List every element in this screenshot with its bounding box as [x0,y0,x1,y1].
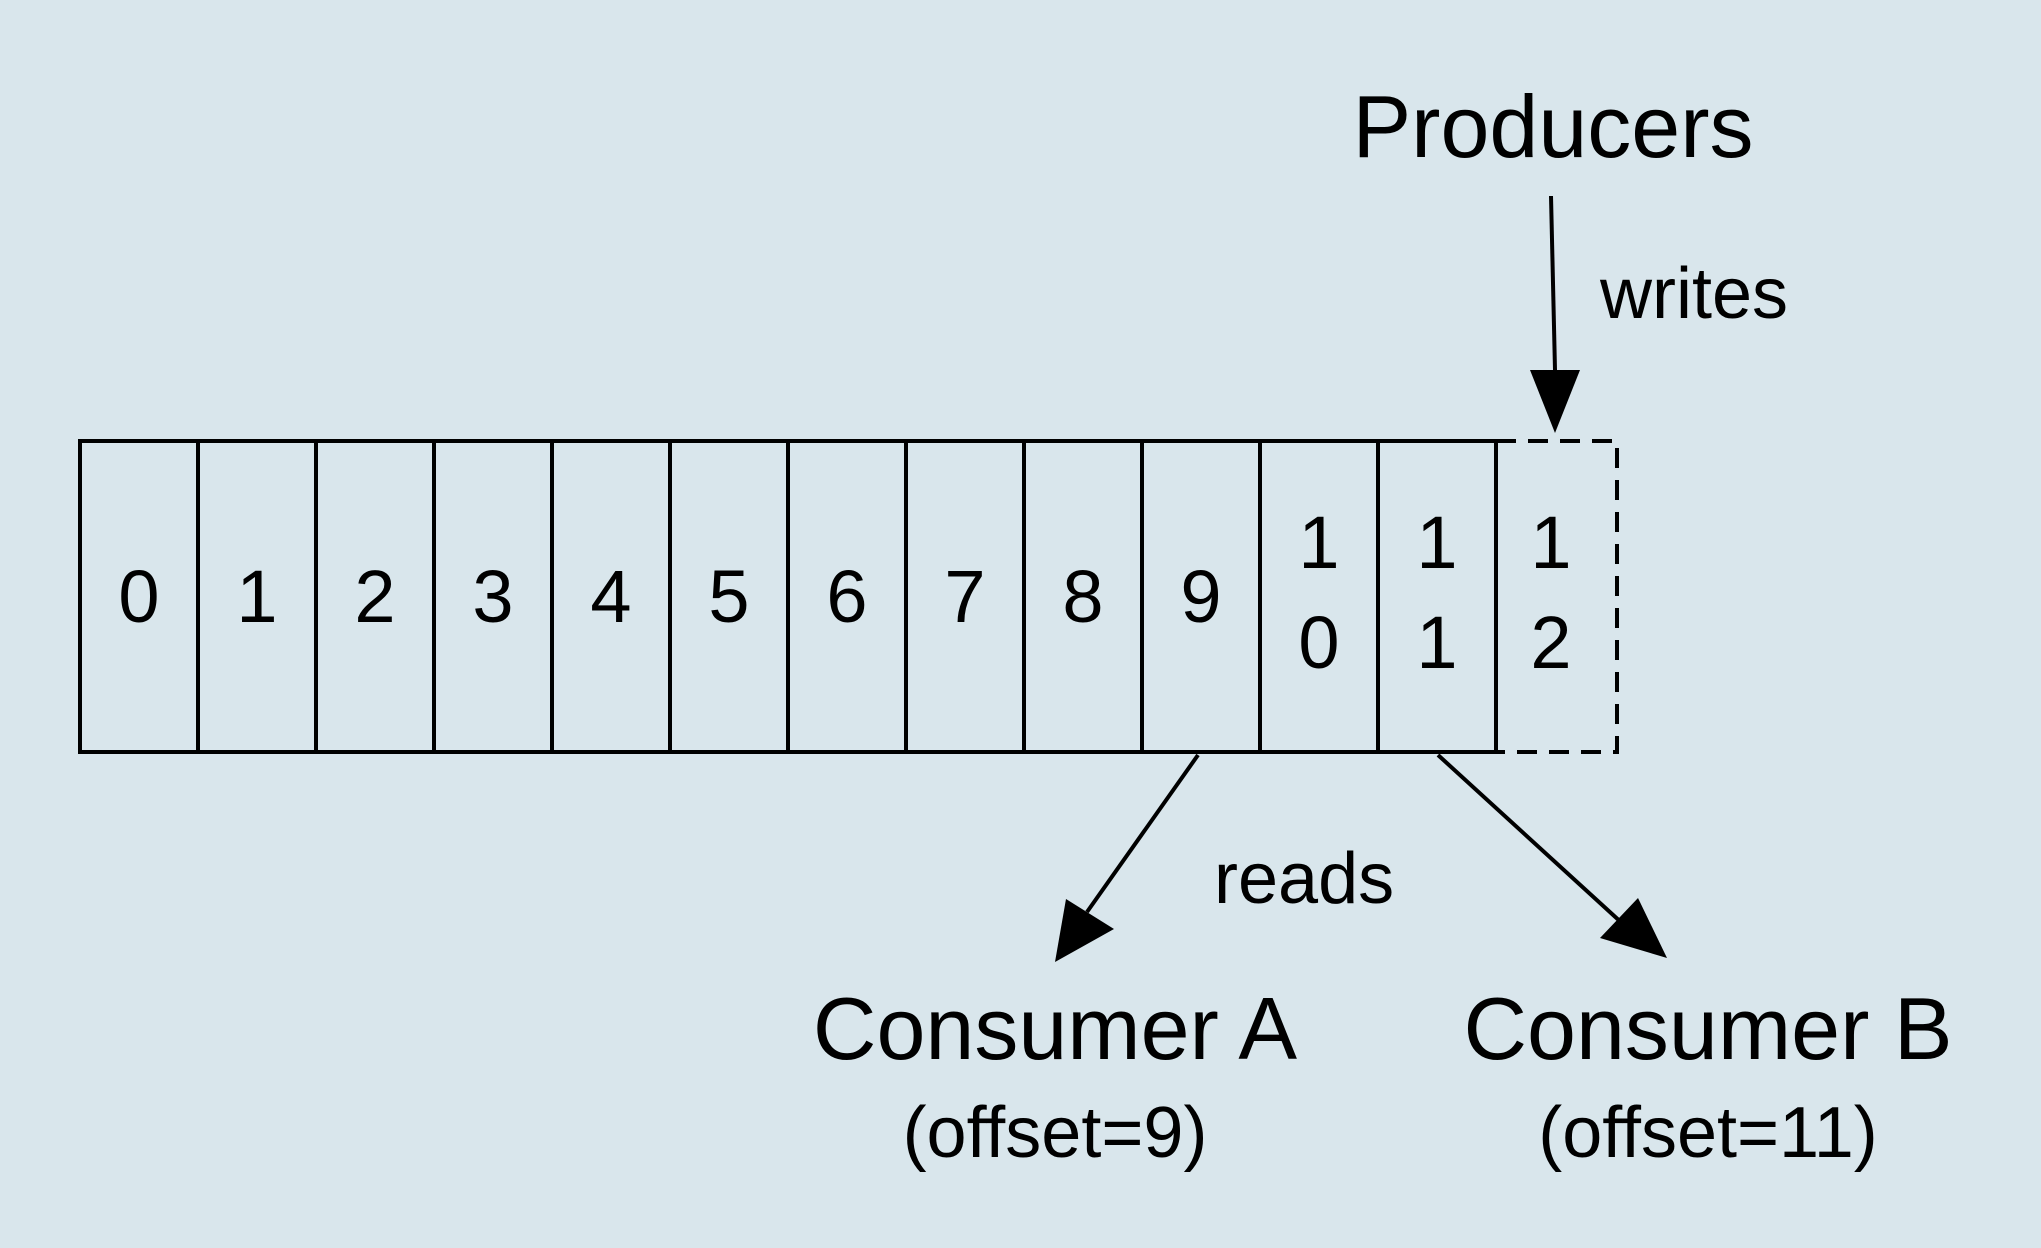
log-cell-label: 4 [590,555,631,638]
pending-cell-digit-1: 1 [1530,501,1571,584]
writes-arrowhead [1530,370,1580,433]
pending-cell-box [1494,439,1619,754]
log-cell-label: 8 [1062,555,1103,638]
log-cell-label: 1 [236,555,277,638]
writes-arrow [1549,195,1557,371]
consumer-b-read-arrowhead [1600,898,1667,958]
log-cell-label: 0 [118,555,159,638]
log-cell: 10 [1258,439,1380,754]
log-cell: 11 [1376,439,1498,754]
log-cell-digit-1: 1 [1298,501,1339,584]
pending-cell-digit-2: 2 [1530,601,1571,684]
log-cell-label: 2 [354,555,395,638]
log-cell-label: 5 [708,555,749,638]
log-cell-digit-2: 0 [1298,601,1339,684]
log-cell: 8 [1022,439,1144,754]
log-cell: 6 [786,439,908,754]
log-cell: 4 [550,439,672,754]
log-cell-label: 6 [826,555,867,638]
log-cell-digit-1: 1 [1416,501,1457,584]
log-cell-label: 7 [944,555,985,638]
log-cell-box [1376,439,1498,754]
log-cell-box [1258,439,1380,754]
consumer-a-read-arrow [1085,753,1200,914]
log-cell: 1 [196,439,318,754]
log-cell-digit-2: 1 [1416,601,1457,684]
log-cell: 3 [432,439,554,754]
log-cell: 5 [668,439,790,754]
consumer-b-name: Consumer B [1463,979,1952,1078]
log-cell-label: 3 [472,555,513,638]
consumer-a-read-arrowhead [1055,899,1114,962]
consumer-b-offset: (offset=11) [1538,1093,1878,1173]
consumer-a-name: Consumer A [813,979,1298,1078]
consumer-b-read-arrow [1436,753,1625,926]
reads-label: reads [1214,839,1394,919]
log-cell: 7 [904,439,1026,754]
pending-log-cell: 1 2 [1494,439,1619,754]
producers-label: Producers [1352,77,1753,176]
log-cell: 2 [314,439,436,754]
log-cell-label: 9 [1180,555,1221,638]
log-cell: 0 [78,439,200,754]
log-cell: 9 [1140,439,1262,754]
consumer-a-offset: (offset=9) [903,1093,1208,1173]
writes-label: writes [1599,254,1788,334]
